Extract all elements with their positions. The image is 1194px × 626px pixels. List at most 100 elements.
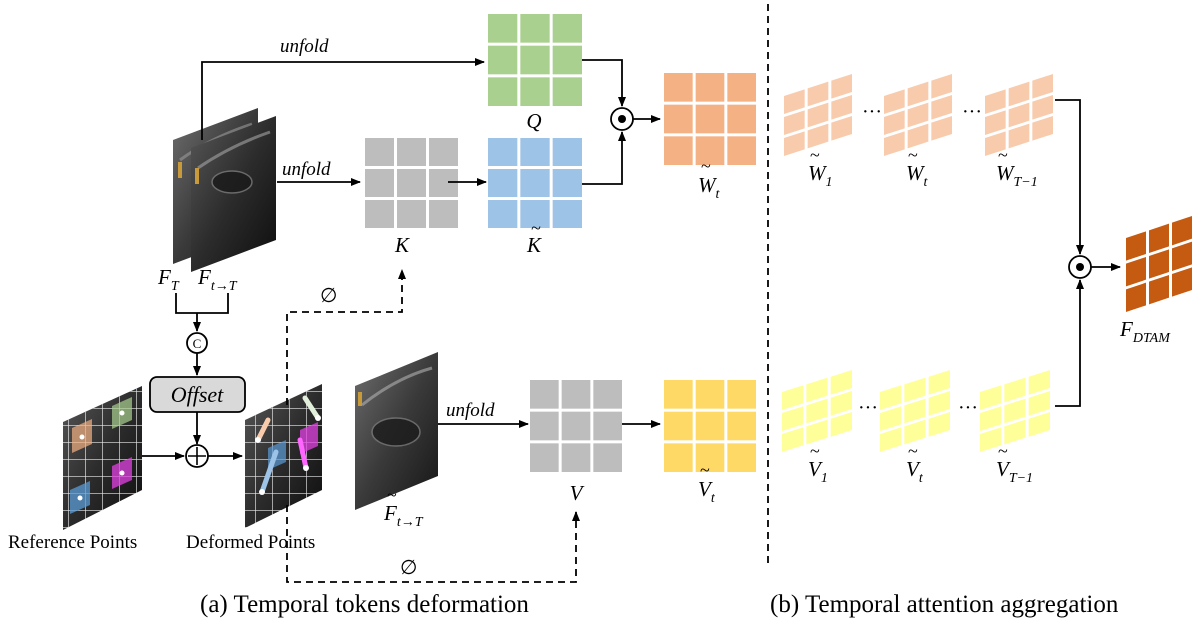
token-cell [664,443,693,472]
token-cell [1028,412,1050,437]
token-cell [365,169,394,197]
token-cell [1008,123,1030,149]
token-cell [552,14,582,43]
token-cell [985,131,1006,156]
v-tilde-token-grid [664,380,756,472]
token-cell [520,14,550,43]
token-cell [488,45,518,75]
token-cell [695,73,725,102]
token-cell [727,411,756,441]
arrow-q-dot [582,59,626,107]
token-cell [397,169,426,197]
token-cell [552,45,582,75]
token-cell [980,427,1002,452]
token-cell [830,391,852,416]
reference-points-grid [63,386,142,530]
token-cell [727,136,756,165]
plus-operator [185,444,209,468]
dashed-to-v [286,505,580,583]
token-cell [397,138,426,166]
token-cell [552,138,582,166]
w-sequence-labels: W1~Wt~WT−1~ [808,145,1038,190]
k-tilde-accent: ~ [531,218,541,238]
q-label: Q [526,109,541,133]
token-cell [1004,419,1026,445]
token-cell [1004,377,1026,403]
token-cell [880,385,902,410]
token-cell [365,200,394,228]
token-cell [552,169,582,197]
line-f-t-down [175,293,229,314]
svg-text:Offset: Offset [171,382,224,407]
token-cell [530,380,559,409]
f-tilde-accent: ~ [387,485,397,505]
token-cell [782,385,804,410]
token-cell [1149,275,1169,305]
token-cell [904,419,926,445]
v-t-accent: ~ [700,460,710,480]
token-cell [931,95,952,120]
token-cell [520,45,550,75]
token-cell [727,380,756,409]
sequence-label: V1 [808,457,828,486]
token-cell [1004,398,1026,424]
token-cell [488,14,518,43]
token-cell [985,89,1006,114]
token-cell [907,123,929,149]
token-cell [884,110,905,135]
token-cell [664,136,693,165]
token-cell [488,77,518,106]
token-cell [1172,241,1192,271]
token-cell [695,443,725,472]
token-cell [561,380,591,409]
token-cell [884,131,905,156]
token-cell [727,104,756,134]
token-cell [727,73,756,102]
token-cell [520,138,550,166]
q-token-grid [488,14,582,106]
token-cell [695,411,725,441]
arrow-vseq-dot [1055,279,1084,407]
dashed-to-k [286,269,406,405]
token-cell [831,95,852,120]
tilde-accent: ~ [810,441,820,461]
token-cell [831,116,852,141]
token-cell [695,136,725,165]
sequence-label: W1 [808,161,833,190]
dot-operator-w [610,107,634,131]
reference-points-label: Reference Points [8,532,137,553]
token-cell [830,370,852,395]
token-cell [365,138,394,166]
token-cell [782,427,804,452]
frame-f-t-to-t [191,116,276,272]
tilde-accent: ~ [998,441,1008,461]
token-cell [904,398,926,424]
token-cell [1032,74,1053,99]
k-token-grid [365,138,458,228]
token-cell [806,398,828,424]
token-cell [695,380,725,409]
token-cell [561,443,591,472]
token-cell [980,406,1002,431]
token-cell [695,104,725,134]
token-cell [806,377,828,403]
token-cell [784,110,805,135]
token-cell [664,73,693,102]
arrow-unfold-q [201,58,485,140]
token-cell [1126,231,1146,261]
arrow-wseq-dot [1055,99,1084,255]
token-cell [831,74,852,99]
token-cell [1028,391,1050,416]
sequence-label: Wt [906,161,929,190]
tilde-accent: ~ [998,145,1008,165]
token-cell [1032,116,1053,141]
token-cell [907,102,929,128]
token-cell [928,370,950,395]
svg-text:C: C [193,336,202,351]
token-cell [880,406,902,431]
token-cell [429,138,458,166]
token-cell [904,377,926,403]
w-sequence [784,74,1053,156]
token-cell [664,411,693,441]
w-t-token-grid [664,73,756,165]
